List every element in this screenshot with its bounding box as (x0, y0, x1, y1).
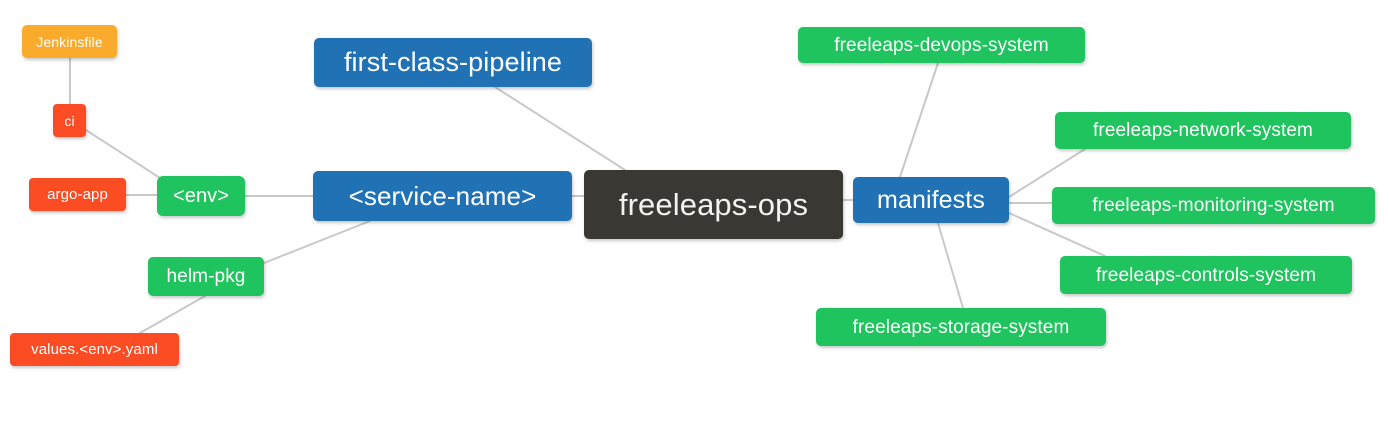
edge-pipeline-ops (494, 86, 626, 171)
edge-manifests-storage (937, 222, 964, 309)
node-freeleaps-monitoring-system[interactable]: freeleaps-monitoring-system (1052, 187, 1375, 224)
node-label: first-class-pipeline (343, 47, 563, 77)
node-jenkinsfile[interactable]: Jenkinsfile (22, 25, 117, 58)
node-label: values.<env>.yaml (31, 341, 158, 358)
node-label: <env> (172, 185, 230, 207)
node-freeleaps-devops-system[interactable]: freeleaps-devops-system (798, 27, 1085, 63)
node-values-yaml[interactable]: values.<env>.yaml (10, 333, 179, 366)
node-freeleaps-controls-system[interactable]: freeleaps-controls-system (1060, 256, 1352, 294)
node-label: freeleaps-ops (618, 187, 809, 222)
edge-helmpkg-servicename (263, 220, 371, 264)
node-label: Jenkinsfile (36, 33, 103, 50)
node-label: ci (64, 112, 75, 129)
node-label: freeleaps-network-system (1093, 120, 1313, 141)
node-env[interactable]: <env> (157, 176, 245, 216)
edge-values-helmpkg (139, 295, 206, 334)
node-label: freeleaps-devops-system (834, 34, 1049, 56)
node-label: freeleaps-controls-system (1095, 264, 1317, 286)
edge-ci-env (85, 129, 161, 179)
node-helm-pkg[interactable]: helm-pkg (148, 257, 264, 296)
node-ci[interactable]: ci (53, 104, 86, 137)
node-label: freeleaps-storage-system (852, 316, 1070, 338)
node-freeleaps-ops[interactable]: freeleaps-ops (584, 170, 843, 239)
node-label: freeleaps-monitoring-system (1092, 195, 1335, 216)
node-freeleaps-network-system[interactable]: freeleaps-network-system (1055, 112, 1351, 149)
node-label: manifests (877, 185, 985, 214)
node-manifests[interactable]: manifests (853, 177, 1009, 223)
node-first-class-pipeline[interactable]: first-class-pipeline (314, 38, 592, 87)
edge-manifests-devops (899, 62, 939, 178)
node-service-name[interactable]: <service-name> (313, 171, 572, 221)
node-label: helm-pkg (166, 266, 246, 287)
node-argo-app[interactable]: argo-app (29, 178, 126, 211)
node-label: argo-app (47, 186, 108, 203)
node-label: <service-name> (348, 181, 537, 211)
node-freeleaps-storage-system[interactable]: freeleaps-storage-system (816, 308, 1106, 346)
